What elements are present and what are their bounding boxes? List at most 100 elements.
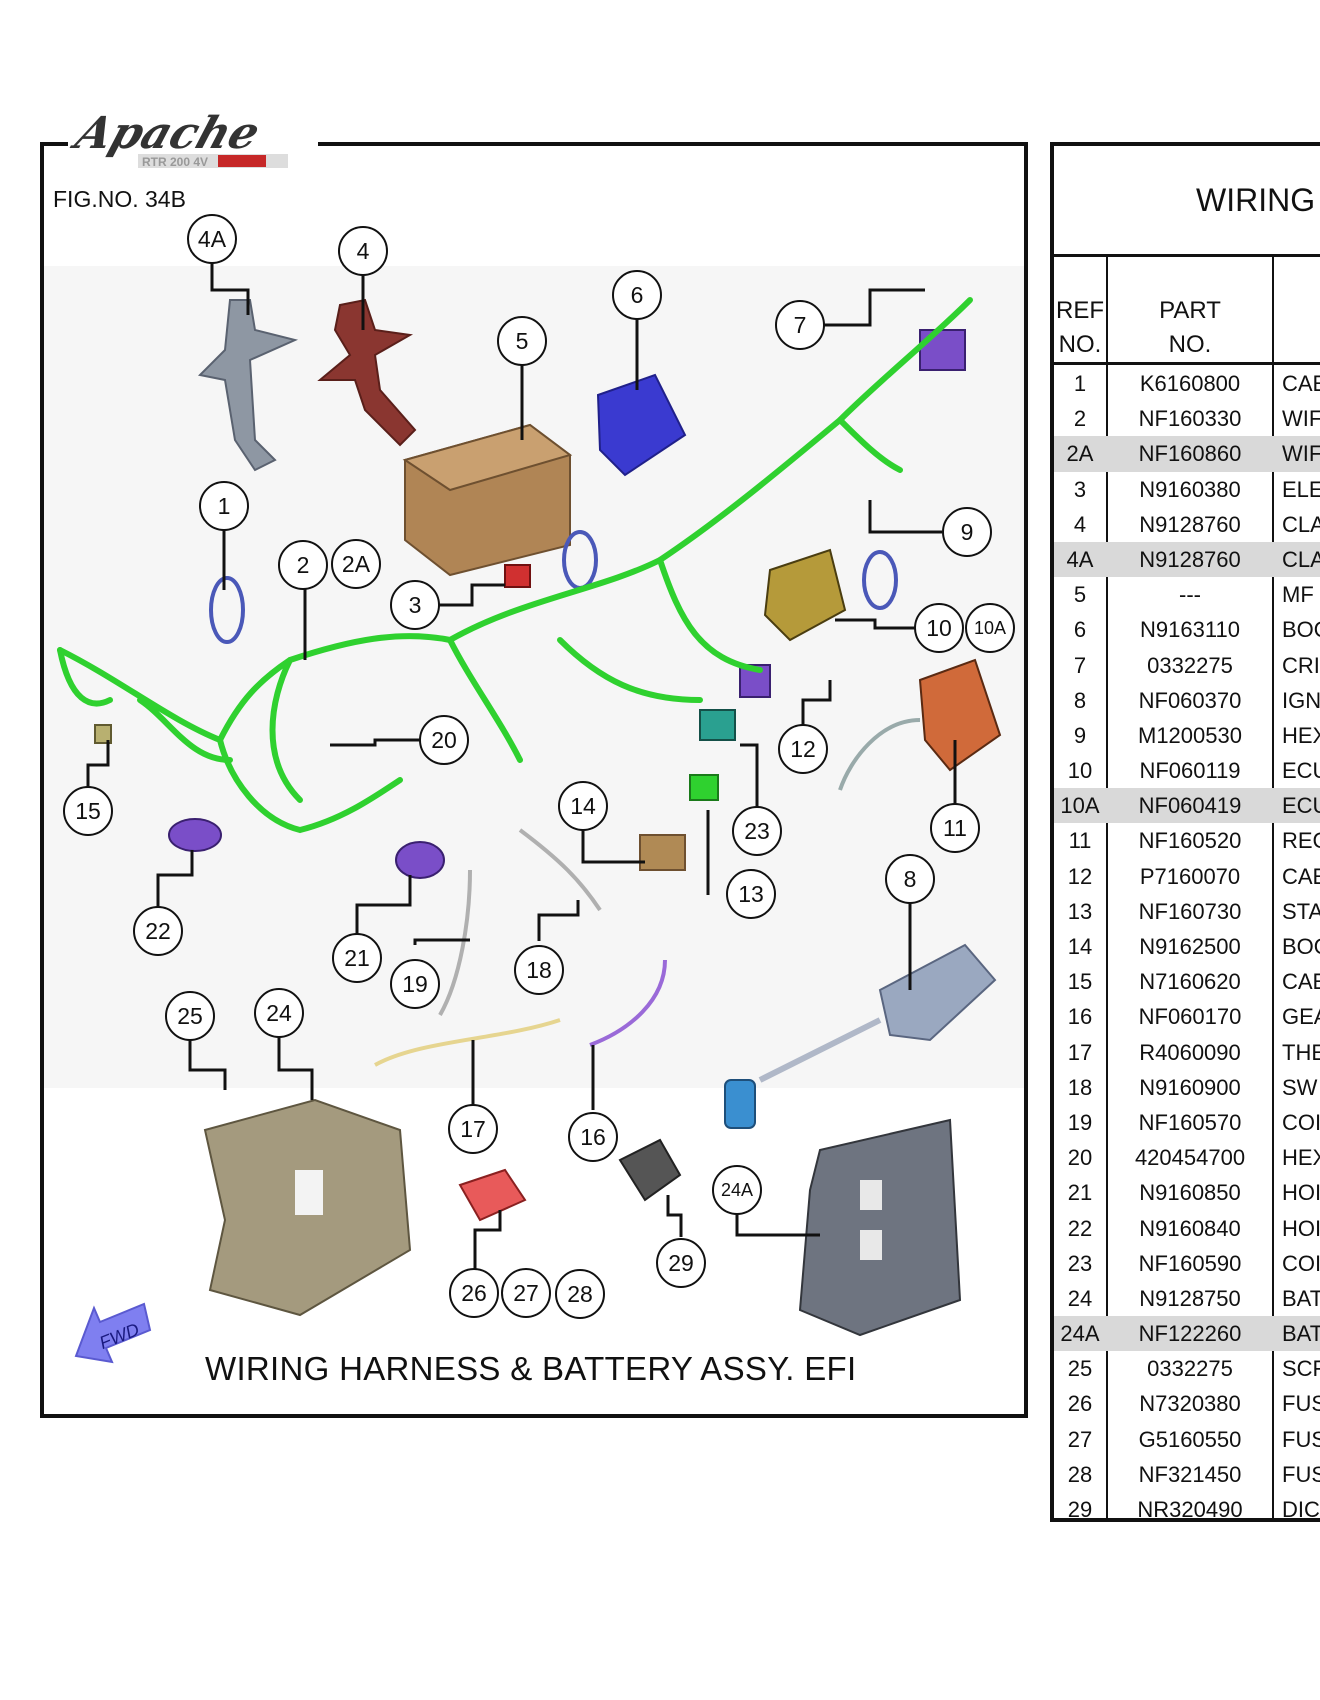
- ref-cell: 2A: [1066, 441, 1094, 467]
- part-number-cell: N9160380: [1139, 476, 1241, 502]
- callout-25: 25: [165, 991, 215, 1041]
- description-cell: FUS: [1282, 1391, 1320, 1417]
- callout-9: 9: [942, 507, 992, 557]
- part-number-cell: R4060090: [1139, 1039, 1241, 1065]
- ref-cell: 17: [1067, 1039, 1093, 1065]
- callout-22: 22: [133, 906, 183, 956]
- callout-4a: 4A: [187, 214, 237, 264]
- svg-text:20: 20: [431, 727, 457, 753]
- description-cell: SCF: [1282, 1356, 1320, 1382]
- part-number-cell: N9128750: [1139, 1285, 1241, 1311]
- ref-cell: 7: [1073, 652, 1087, 678]
- svg-text:4A: 4A: [198, 226, 227, 252]
- part-number-cell: NF122260: [1138, 1321, 1242, 1347]
- figure-caption: WIRING HARNESS & BATTERY ASSY. EFI: [205, 1350, 857, 1387]
- svg-text:27: 27: [513, 1280, 539, 1306]
- ref-cell: 23: [1067, 1250, 1093, 1276]
- ref-cell: 10: [1067, 758, 1093, 784]
- table-row: 26 N7320380 FUS: [1054, 1386, 1320, 1421]
- svg-text:7: 7: [794, 312, 807, 338]
- svg-text:22: 22: [145, 918, 171, 944]
- part-regulator-11: [838, 658, 1002, 791]
- callout-28: 28: [555, 1269, 605, 1319]
- callout-20: 20: [419, 715, 469, 765]
- table-row: 2A NF160860 WIF: [1054, 436, 1320, 472]
- description-cell: GEA: [1282, 1004, 1320, 1030]
- callout-10: 10: [914, 603, 964, 653]
- table-row: 10ANF060419ECU: [1054, 788, 1320, 824]
- header-part-no: PART NO.: [1108, 294, 1272, 362]
- header-ref-no: REF NO.: [1054, 294, 1106, 362]
- part-diode-29: [618, 1138, 682, 1202]
- callout-11: 11: [930, 803, 980, 853]
- svg-text:15: 15: [75, 798, 101, 824]
- part-number-cell: NR320490: [1137, 1497, 1243, 1522]
- figure-panel: [40, 142, 1028, 1418]
- part-number-cell: N9160850: [1139, 1180, 1241, 1206]
- part-number-cell: N9162500: [1139, 934, 1241, 959]
- svg-text:21: 21: [344, 945, 370, 971]
- callout-5: 5: [497, 316, 547, 366]
- description-cell: HOI: [1282, 1180, 1320, 1206]
- table-row: 17 R4060090 THE: [1054, 1035, 1320, 1070]
- description-cell: CAE: [1282, 371, 1320, 396]
- table-row: 5---MF: [1054, 577, 1320, 612]
- table-title-divider: [1054, 254, 1320, 257]
- column-divider-part: [1272, 256, 1274, 1518]
- table-row: 11NF160520REC: [1054, 823, 1320, 858]
- ref-cell: 24A: [1060, 1321, 1100, 1347]
- svg-text:18: 18: [526, 957, 552, 983]
- header-ref-line2: NO.: [1058, 331, 1102, 358]
- part-number-cell: 0332275: [1147, 1356, 1233, 1382]
- description-cell: BAT: [1282, 1285, 1320, 1311]
- ref-cell: 3: [1073, 476, 1087, 502]
- callout-17: 17: [448, 1104, 498, 1154]
- callout-24a: 24A: [712, 1165, 762, 1215]
- description-cell: THE: [1282, 1039, 1320, 1065]
- description-cell: HEX: [1282, 722, 1320, 748]
- svg-text:8: 8: [904, 866, 917, 892]
- part-number-cell: 420454700: [1134, 1145, 1246, 1171]
- description-cell: ECU: [1282, 793, 1320, 819]
- part-number-cell: N7160620: [1139, 969, 1241, 995]
- callout-7: 7: [775, 300, 825, 350]
- part-number-cell: K6160800: [1139, 371, 1241, 396]
- callout-15: 15: [63, 786, 113, 836]
- part-clamp-4a: [197, 299, 299, 472]
- description-cell: MF: [1282, 582, 1314, 608]
- ref-cell: 21: [1067, 1180, 1093, 1206]
- svg-text:14: 14: [570, 793, 596, 819]
- part-number-cell: NF060370: [1138, 687, 1242, 713]
- ref-cell: 28: [1067, 1461, 1093, 1487]
- part-number-cell: NF060170: [1138, 1004, 1242, 1030]
- callout-2a: 2A: [331, 539, 381, 589]
- description-cell: CAE: [1282, 863, 1320, 889]
- part-number-cell: N9128760: [1139, 546, 1241, 572]
- description-cell: ELE: [1282, 476, 1320, 502]
- callout-27: 27: [501, 1268, 551, 1318]
- parts-table: [1050, 142, 1320, 1522]
- ref-cell: 24: [1067, 1285, 1093, 1311]
- svg-text:12: 12: [790, 736, 816, 762]
- brand-logo: Apache RTR 200 4V: [66, 102, 318, 182]
- callout-18: 18: [514, 945, 564, 995]
- callout-1: 1: [199, 481, 249, 531]
- description-cell: CLA: [1282, 546, 1320, 572]
- description-cell: WIF: [1282, 441, 1320, 467]
- table-row: 14N9162500BOO: [1054, 929, 1320, 964]
- part-number-cell: NF160860: [1138, 441, 1242, 467]
- part-misc-clips: [94, 329, 966, 871]
- ref-cell: 26: [1067, 1391, 1093, 1417]
- ref-cell: 27: [1067, 1426, 1093, 1452]
- figure-number: FIG.NO. 34B: [53, 186, 186, 212]
- logo-model-text: RTR 200 4V: [142, 155, 208, 169]
- part-number-cell: N7320380: [1139, 1391, 1241, 1417]
- description-cell: ECU: [1282, 758, 1320, 784]
- callout-4: 4: [338, 226, 388, 276]
